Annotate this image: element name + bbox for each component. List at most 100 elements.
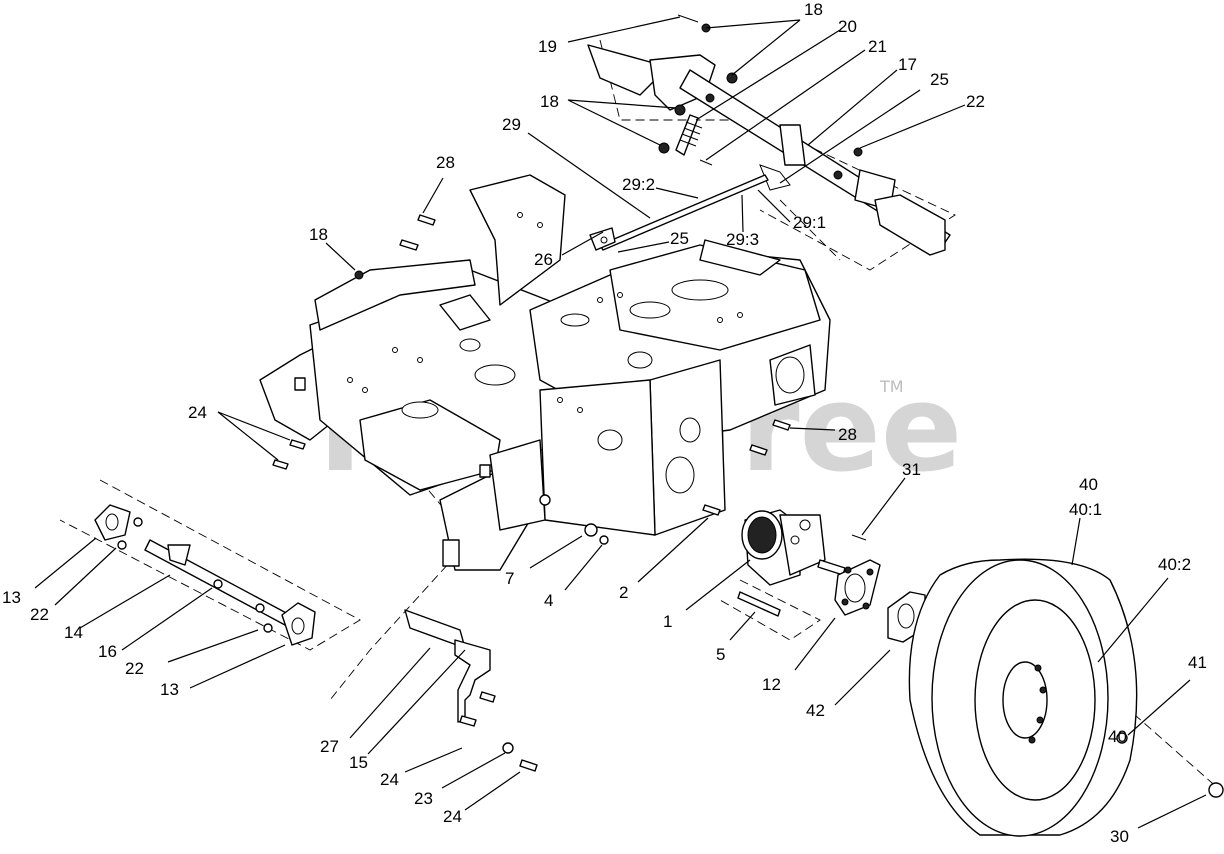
callout-26: 26 (534, 250, 553, 269)
bolt (399, 239, 419, 251)
motor-housing (779, 514, 826, 576)
callout-20: 20 (838, 17, 857, 36)
spring (675, 114, 699, 156)
callout-1: 1 (663, 612, 672, 631)
bolt (677, 14, 699, 23)
washer (599, 535, 609, 545)
main-frame (259, 174, 831, 571)
control-lever-arm (587, 44, 661, 96)
frame-cutout (671, 279, 729, 301)
bolt (702, 504, 721, 516)
lower-pivot-shaft-assembly (94, 504, 316, 646)
part-callouts: 18 19 20 21 17 25 22 18 29 29:2 29:1 29:… (2, 0, 1207, 846)
callout-24: 24 (188, 403, 207, 422)
nut (354, 270, 364, 280)
spring-coils (679, 121, 703, 147)
callout-25: 25 (670, 229, 689, 248)
wheel-motor-assembly (737, 509, 926, 643)
nut (833, 170, 843, 180)
wheel-nut (1208, 782, 1224, 798)
callout-13: 13 (160, 680, 179, 699)
callout-13: 13 (2, 588, 21, 607)
frame-front-plate (539, 379, 656, 536)
callout-4: 4 (544, 591, 553, 610)
wheel-center (1002, 661, 1048, 739)
callout-15: 15 (349, 753, 368, 772)
callout-22: 22 (966, 92, 985, 111)
callout-2: 2 (619, 583, 628, 602)
callout-7: 7 (505, 569, 514, 588)
retaining-ring (213, 579, 223, 589)
nut (584, 523, 598, 537)
bolt (459, 715, 477, 727)
callout-18: 18 (309, 225, 328, 244)
callout-22: 22 (30, 605, 49, 624)
callout-22: 22 (125, 659, 144, 678)
callout-17: 17 (898, 55, 917, 74)
control-rod (599, 174, 769, 251)
bushing (133, 517, 143, 527)
washer (853, 147, 863, 157)
callout-24: 24 (380, 770, 399, 789)
callout-24: 24 (443, 807, 462, 826)
shaft-end-bend (874, 194, 946, 256)
callout-40: 40 (1079, 475, 1098, 494)
control-rod-assembly (589, 174, 769, 251)
nut (674, 104, 686, 116)
callout-30: 30 (1110, 827, 1129, 846)
callout-18: 18 (804, 0, 823, 19)
bolt (417, 214, 436, 226)
bolt (749, 444, 768, 456)
callout-19: 19 (538, 37, 557, 56)
nut (726, 72, 738, 84)
motor-shaft (817, 559, 846, 576)
callout-12: 12 (762, 675, 781, 694)
callout-28: 28 (838, 425, 857, 444)
bushing (255, 603, 265, 613)
cotter-pin (851, 534, 867, 541)
frame-label-plate (442, 539, 460, 567)
upright-bracket (469, 174, 566, 306)
callout-40: 40 (1108, 727, 1127, 746)
callout-29: 29 (502, 115, 521, 134)
wheel-assembly (908, 558, 1224, 837)
bolt (699, 159, 713, 166)
shaft-arm (779, 124, 806, 166)
bolt (772, 419, 791, 431)
pedal-arm (454, 639, 491, 723)
nut (705, 93, 715, 103)
nut (658, 142, 670, 154)
upper-control-shaft-assembly (587, 14, 951, 256)
callout-31: 31 (902, 460, 921, 479)
bushing (263, 623, 273, 633)
callout-16: 16 (98, 642, 117, 661)
callout-41: 41 (1188, 653, 1207, 672)
frame-fasteners (272, 214, 791, 545)
bolt (519, 759, 538, 772)
washer (502, 742, 514, 754)
lug-nut (1116, 732, 1128, 744)
callout-21: 21 (868, 37, 887, 56)
callout-40-2: 40:2 (1158, 555, 1191, 574)
callout-28: 28 (436, 153, 455, 172)
callout-27: 27 (320, 737, 339, 756)
callout-29-2: 29:2 (622, 175, 655, 194)
callout-23: 23 (414, 789, 433, 808)
callout-42: 42 (806, 701, 825, 720)
bolt (272, 459, 289, 470)
callout-14: 14 (64, 623, 83, 642)
callout-25: 25 (930, 70, 949, 89)
bolt (479, 691, 496, 703)
motor-bolt (737, 591, 781, 617)
callout-29-3: 29:3 (726, 230, 759, 249)
callout-5: 5 (716, 645, 725, 664)
pivot-shaft-tab (167, 544, 191, 566)
callout-18: 18 (540, 92, 559, 111)
bushing (117, 540, 127, 550)
bolt (289, 439, 306, 450)
callout-29-1: 29:1 (793, 213, 826, 232)
leader-lines (34, 16, 1207, 829)
left-bracket-plate (314, 259, 476, 331)
frame-side-plate (489, 439, 546, 531)
